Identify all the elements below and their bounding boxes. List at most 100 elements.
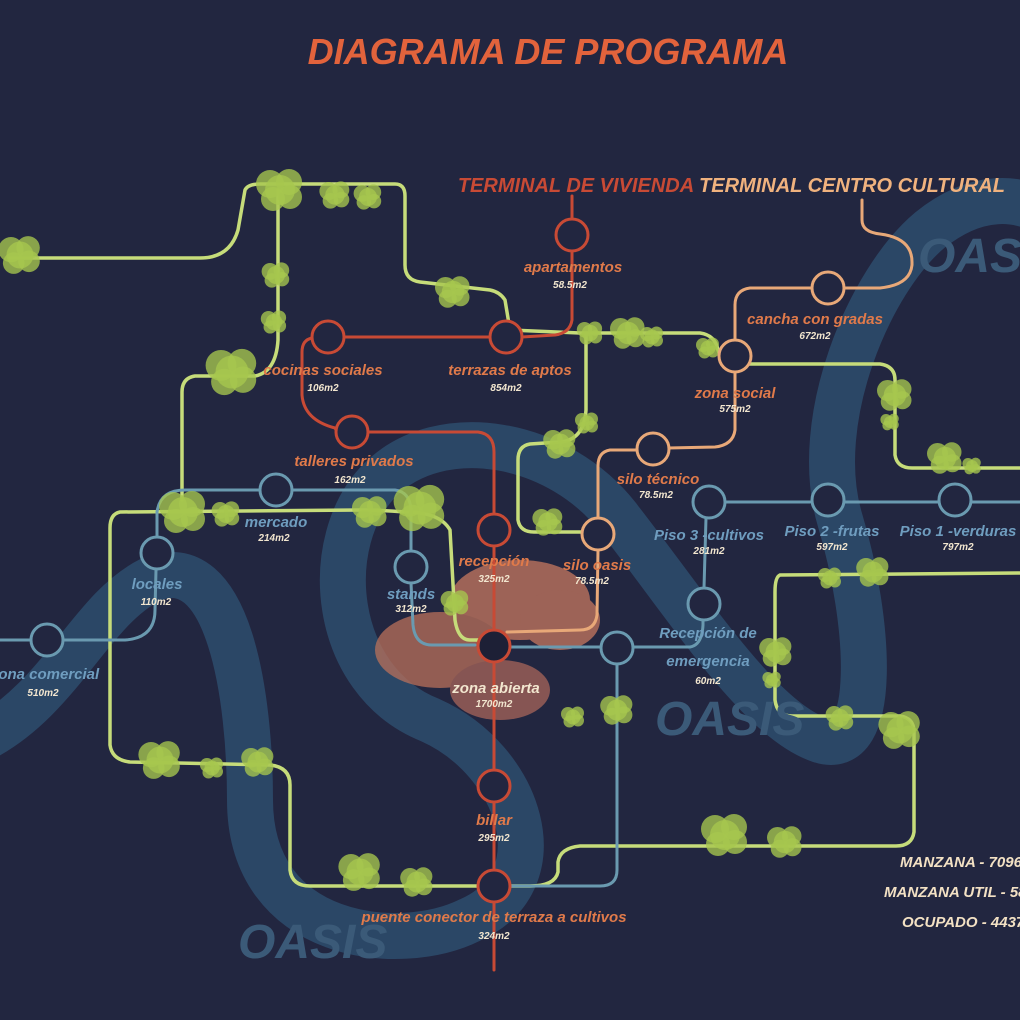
area-silo-oasis: 78.5m2 [575, 576, 609, 587]
red-line-path [300, 194, 574, 972]
tree-icon [440, 590, 469, 616]
label-stands: stands [387, 586, 435, 603]
oasis-label-bottom: OASIS [238, 916, 387, 969]
area-recepcion: 325m2 [478, 574, 510, 585]
tree-canopy [0, 169, 981, 897]
tree-icon [0, 236, 40, 274]
station-zona-comercial[interactable] [29, 622, 65, 658]
label-piso-3: Piso 3 -cultivos [654, 527, 764, 544]
station-billar[interactable] [476, 768, 512, 804]
label-locales: locales [132, 576, 183, 593]
tree-icon [260, 310, 287, 334]
area-billar: 295m2 [477, 833, 510, 844]
oasis-label-top: OASIS [918, 230, 1020, 283]
area-talleres-privados: 162m2 [334, 475, 366, 486]
oasis-label-mid: OASIS [655, 693, 804, 746]
label-zona-comercial: zona comercial [0, 666, 100, 683]
tree-icon [877, 379, 912, 411]
label-zona-social: zona social [694, 385, 777, 402]
tree-icon [241, 747, 274, 777]
station-zona-social[interactable] [717, 338, 753, 374]
tree-icon [261, 262, 290, 288]
station-cocinas-sociales[interactable] [310, 319, 346, 355]
area-piso-1: 797m2 [942, 542, 974, 553]
area-cocinas-sociales: 106m2 [307, 383, 339, 394]
zona-abierta-glow [375, 560, 600, 720]
label-apartamentos: apartamentos [524, 259, 622, 276]
tree-icon [338, 853, 380, 891]
area-apartamentos: 58.5m2 [553, 280, 587, 291]
tree-icon [825, 705, 854, 731]
tree-icon [818, 567, 841, 589]
tree-icon [696, 337, 719, 359]
station-silo-oasis[interactable] [580, 516, 616, 552]
station-puente-conector[interactable] [476, 868, 512, 904]
label-piso-1: Piso 1 -verduras [900, 523, 1017, 540]
station-terrazas-de-aptos[interactable] [488, 319, 524, 355]
tree-icon [762, 671, 781, 689]
label-recepcion-emergencia-2: emergencia [666, 653, 749, 670]
tree-icon [532, 508, 563, 536]
station-locales[interactable] [139, 535, 175, 571]
station-talleres-privados[interactable] [334, 414, 370, 450]
label-terrazas-de-aptos: terrazas de aptos [448, 362, 571, 379]
station-stands[interactable] [393, 549, 429, 585]
tree-icon [205, 348, 257, 396]
station-apartamentos[interactable] [554, 217, 590, 253]
tree-icon [575, 412, 598, 434]
station-cancha-con-gradas[interactable] [810, 270, 846, 306]
tree-icon [211, 501, 240, 527]
station-piso-3[interactable] [691, 484, 727, 520]
station-recepcion-emergencia[interactable] [686, 586, 722, 622]
area-mercado: 214m2 [257, 533, 290, 544]
tree-icon [610, 317, 645, 349]
label-cancha-con-gradas: cancha con gradas [747, 311, 883, 328]
label-silo-tecnico: silo técnico [617, 471, 700, 488]
station-labels-warm: apartamentos 58.5m2 cocinas sociales 106… [263, 259, 883, 942]
station-recepcion[interactable] [476, 512, 512, 548]
area-stands: 312m2 [395, 604, 427, 615]
area-zona-comercial: 510m2 [27, 688, 59, 699]
station-piso-1[interactable] [937, 482, 973, 518]
tree-icon [435, 276, 470, 308]
station-zona-abierta[interactable] [476, 628, 512, 664]
label-piso-2: Piso 2 -frutas [784, 523, 879, 540]
tree-icon [400, 867, 433, 897]
tree-icon [600, 695, 633, 725]
label-zona-abierta: zona abierta [451, 680, 540, 697]
label-recepcion: recepción [459, 553, 530, 570]
area-cancha-con-gradas: 672m2 [799, 331, 831, 342]
area-zona-abierta: 1700m2 [476, 699, 513, 710]
area-silo-tecnico: 78.5m2 [639, 490, 673, 501]
tree-icon [701, 814, 747, 856]
station-piso-2[interactable] [810, 482, 846, 518]
stat-manzana-util: MANZANA UTIL - 5831M2 [884, 884, 1020, 901]
area-zona-social: 575m2 [719, 404, 751, 415]
tree-icon [561, 706, 584, 728]
area-recepcion-emergencia: 60m2 [695, 676, 721, 687]
tree-icon [159, 491, 205, 533]
station-silo-tecnico[interactable] [635, 431, 671, 467]
tree-icon [353, 184, 382, 210]
station-nodes [29, 217, 973, 904]
page-title: DIAGRAMA DE PROGRAMA [308, 31, 789, 72]
tree-icon [856, 557, 889, 587]
station-labels-blue: mercado 214m2 locales 110m2 zona comerci… [0, 514, 1016, 699]
tree-icon [878, 711, 920, 749]
terminal-vivienda-label: TERMINAL DE VIVIENDA [458, 175, 694, 197]
tree-icon [759, 637, 792, 667]
station-mercado[interactable] [258, 472, 294, 508]
orange-line-path [505, 198, 914, 634]
area-piso-3: 281m2 [692, 546, 725, 557]
tree-icon [200, 757, 223, 779]
tree-icon [352, 496, 387, 528]
area-puente-conector: 324m2 [478, 931, 510, 942]
tree-icon [393, 484, 445, 532]
station-blue-junction[interactable] [599, 630, 635, 666]
tree-icon [767, 826, 802, 858]
stat-ocupado: OCUPADO - 4437M2 [902, 914, 1020, 931]
label-cocinas-sociales: cocinas sociales [263, 362, 382, 379]
tree-icon [640, 326, 663, 348]
